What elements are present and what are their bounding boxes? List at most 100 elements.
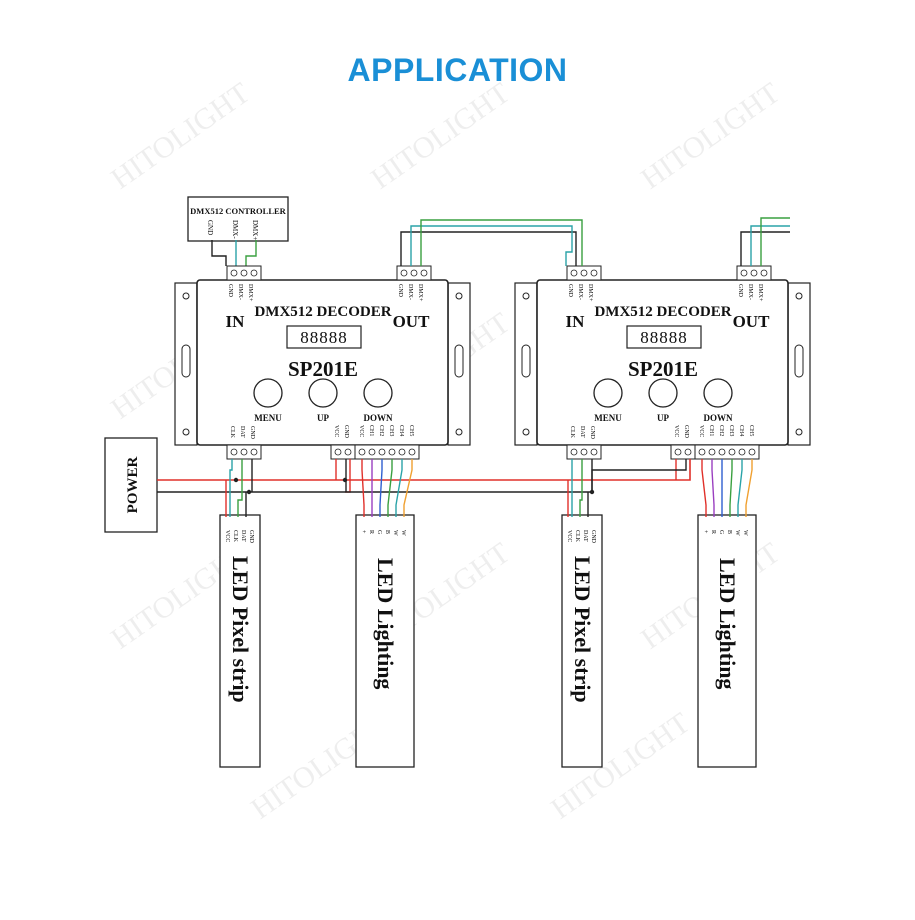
power-box (104, 437, 158, 533)
lighting-strip-body (697, 514, 757, 768)
spi-pin-label: CLK (569, 426, 575, 439)
terminal-screw (740, 269, 748, 277)
button-down (363, 378, 393, 408)
button-label-up: UP (317, 413, 329, 423)
pwm-terminal (694, 444, 760, 460)
lighting-pin-label: W (392, 530, 398, 536)
junction-dot (589, 489, 595, 495)
terminal-screw (580, 448, 588, 456)
pixel-pin-label: CLK (232, 530, 238, 543)
out-label: OUT (733, 312, 771, 331)
out-label: OUT (393, 312, 431, 331)
pixel-pin-label: GND (248, 530, 254, 544)
pixel-pin-label: CLK (574, 530, 580, 543)
pixel-pin-label: GND (590, 530, 596, 544)
button-label-menu: MENU (594, 413, 622, 423)
terminal-screw (684, 448, 692, 456)
out-pin-label: DMX- (747, 284, 753, 300)
terminal-screw (250, 269, 258, 277)
wire-channel (395, 459, 403, 517)
in-pin-label: GND (567, 284, 573, 298)
wire-channel (387, 459, 393, 517)
pixel-pin-label: DAT (582, 530, 588, 542)
wire-dat (579, 459, 583, 517)
controller-box (187, 196, 289, 242)
mount-slot (794, 344, 804, 378)
power-label: POWER (125, 457, 141, 514)
terminal-screw (344, 448, 352, 456)
wire-link-gnd (400, 231, 577, 266)
controller-pin-label: DMX- (231, 220, 239, 239)
junction-dot (246, 489, 252, 495)
lighting-pin-label: W (734, 530, 740, 536)
mount-hole (182, 292, 190, 300)
spi-terminal (226, 444, 262, 460)
pwm-pin-label: CH4 (398, 425, 404, 436)
in-pin-label: GND (227, 284, 233, 298)
mount-hole (795, 428, 803, 436)
out-pin-label: DMX+ (417, 284, 423, 302)
button-menu (253, 378, 283, 408)
wire-channel (361, 459, 365, 517)
in-pin-label: DMX- (237, 284, 243, 300)
terminal-block (354, 444, 420, 460)
wire-channel (403, 459, 413, 517)
terminal-screw (674, 448, 682, 456)
terminal-screw (230, 448, 238, 456)
lighting-pin-label: B (726, 530, 732, 534)
junction-dot (342, 477, 348, 483)
in-pin-label: DMX+ (247, 284, 253, 302)
terminal-screw (750, 269, 758, 277)
display-bezel (286, 325, 362, 349)
button-down (703, 378, 733, 408)
display-digits: 88888 (300, 328, 348, 347)
terminal-screw (570, 269, 578, 277)
terminal-screw (400, 269, 408, 277)
lighting-pin-label: W (742, 530, 748, 536)
wire-next-gnd (740, 231, 790, 266)
pixel-pin-label: VCC (224, 530, 230, 542)
mount-slot (454, 344, 464, 378)
display-digits: 88888 (640, 328, 688, 347)
terminal-screw (590, 448, 598, 456)
pwm-pin-label: VCC (698, 425, 704, 437)
watermark-text: HITOLIGHT (635, 76, 786, 195)
terminal-screw (410, 269, 418, 277)
button-up (648, 378, 678, 408)
terminal-screw (368, 448, 376, 456)
pwm-terminal (354, 444, 420, 460)
decoder-header: DMX512 DECODER (254, 304, 391, 320)
terminal-screw (378, 448, 386, 456)
power-terminal (330, 444, 356, 460)
lighting-pin-label: G (376, 530, 382, 535)
lighting-strip-body (355, 514, 415, 768)
page-title: APPLICATION (347, 52, 568, 88)
in-terminal (566, 265, 602, 281)
lighting-pin-label: R (368, 530, 374, 534)
in-terminal (226, 265, 262, 281)
terminal-screw (708, 448, 716, 456)
bus-vcc (157, 459, 691, 481)
terminal-screw (420, 269, 428, 277)
pwm-pin-label: CH1 (708, 425, 714, 436)
button-label-up: UP (657, 413, 669, 423)
wire-gnd (211, 240, 227, 266)
terminal-screw (570, 448, 578, 456)
lighting-pin-label: + (702, 530, 708, 534)
watermark-text: HITOLIGHT (105, 76, 256, 195)
lighting-pin-label: B (384, 530, 390, 534)
pixel-strip-label: LED Pixel strip (228, 556, 253, 703)
model-name: SP201E (288, 357, 358, 381)
out-terminal (736, 265, 772, 281)
spi-terminal (566, 444, 602, 460)
wire-clk (229, 459, 233, 517)
out-pin-label: DMX- (407, 284, 413, 300)
terminal-screw (358, 448, 366, 456)
wire-channel (729, 459, 733, 517)
spi-pin-label: GND (249, 426, 255, 440)
